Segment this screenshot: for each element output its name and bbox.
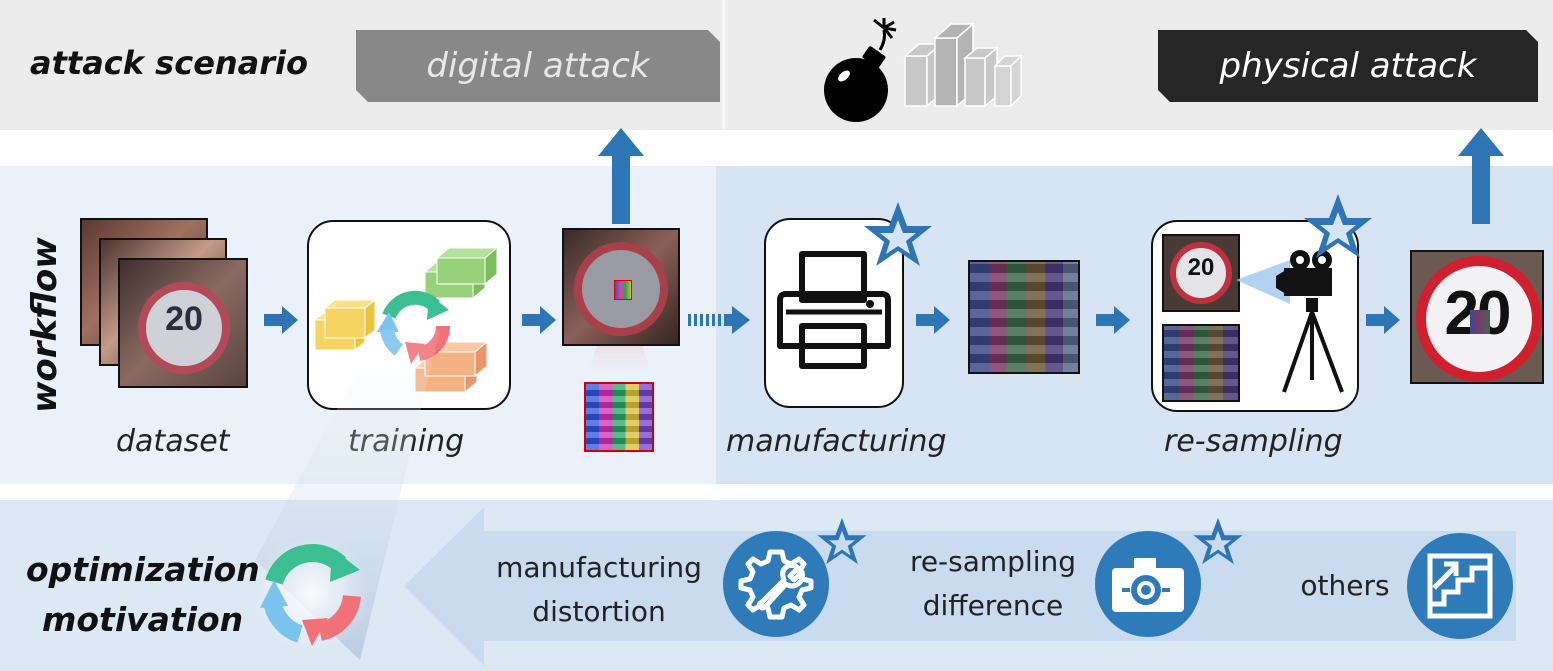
motivation-item-3-label: others [1300, 569, 1390, 602]
arrow-dataset-to-training [264, 306, 298, 334]
arrow-training-to-patch [522, 306, 556, 334]
manufacturing-label: manufacturing [726, 424, 947, 459]
motivation-item-1-line2: distortion [532, 595, 666, 628]
resampling-sign-image: 20 [1162, 234, 1240, 312]
dashed-arrow-to-manufacturing [688, 306, 750, 334]
digital-attack-banner: digital attack [426, 46, 650, 86]
physical-attack-banner: physical attack [1219, 46, 1477, 86]
motivation-item-2-star-icon [1193, 517, 1243, 565]
arrow-print-to-resampling [1096, 306, 1130, 334]
physical-attack-banner-shape [1158, 30, 1538, 102]
motivation-item-1-line1: manufacturing [496, 551, 702, 584]
motivation-row-label-line1: optimization [26, 550, 260, 589]
digital-up-arrow [598, 128, 644, 224]
resampling-sign-number: 20 [1187, 254, 1215, 281]
resampling-patch-image [1162, 324, 1240, 402]
scenario-row-label: attack scenario [30, 44, 308, 82]
resampling-label: re-sampling [1164, 424, 1343, 459]
physical-up-arrow [1458, 128, 1504, 224]
bomb-icon [824, 18, 897, 122]
scenario-band-divider [722, 0, 725, 130]
optimization-cycle-icon [254, 536, 370, 652]
gear-wrench-icon [723, 531, 829, 637]
layer-stack-icon [902, 22, 1023, 108]
dataset-sign-number: 20 [165, 300, 203, 338]
printer-icon [777, 251, 891, 369]
motivation-item-2-line2: difference [922, 589, 1064, 622]
physical-result-image: 20 [1410, 250, 1544, 384]
adversarial-patch-zoom [584, 382, 654, 452]
motivation-item-1-star-icon [817, 517, 867, 565]
camera-icon [1095, 531, 1201, 637]
stairs-arrow-icon [1407, 533, 1513, 639]
dataset-label: dataset [116, 424, 230, 459]
resampling-star-icon [1304, 194, 1372, 258]
motivation-row-label-line2: motivation [42, 600, 244, 639]
motivation-item-2-line1: re-sampling [909, 545, 1077, 578]
patched-sign-image [562, 228, 680, 346]
arrow-resampling-to-result [1366, 306, 1400, 334]
printed-patch-image [968, 260, 1080, 374]
arrow-manufacturing-to-print [916, 306, 950, 334]
video-camera-icon [1236, 250, 1344, 393]
manufacturing-star-icon [864, 202, 932, 266]
digital-attack-banner-shape [356, 30, 720, 102]
